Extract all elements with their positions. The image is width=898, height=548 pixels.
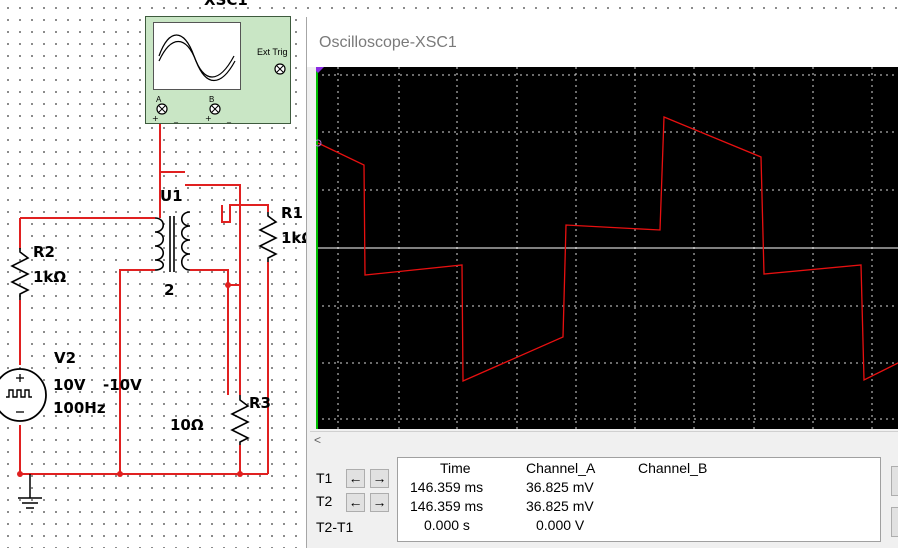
row1-channel-a: 36.825 mV — [526, 479, 594, 495]
scope-icon-screen — [153, 22, 241, 90]
header-time: Time — [440, 460, 471, 476]
r2-resistor[interactable] — [10, 248, 30, 300]
oscilloscope-title: Oscilloscope-XSC1 — [319, 34, 457, 51]
v2-name-label: V2 — [54, 349, 77, 367]
row1-time: 146.359 ms — [410, 479, 484, 495]
oscilloscope-titlebar[interactable]: Oscilloscope-XSC1 — [307, 17, 898, 67]
transformer-name-label: U1 — [160, 187, 183, 205]
t2-t1-label: T2-T1 — [316, 519, 354, 535]
v2-freq-label: 100Hz — [53, 399, 106, 417]
v2-low-label: -10V — [103, 376, 142, 394]
channel-a-label: A — [156, 95, 162, 104]
oscilloscope-component[interactable]: Ext Trig A B + _ + _ — [145, 16, 291, 124]
r2-value-label: 1kΩ — [33, 268, 67, 286]
scope-icon-waves — [158, 34, 236, 81]
header-channel-b: Channel_B — [638, 460, 708, 476]
oscilloscope-trace-plot — [312, 67, 898, 429]
r1-name-label: R1 — [281, 204, 303, 222]
wires — [19, 122, 269, 475]
transformer-ratio-label: 2 — [164, 281, 175, 299]
channel-a-trace — [317, 116, 898, 382]
t2-right-button[interactable]: → — [370, 493, 389, 512]
r1-value-label: 1kΩ — [281, 229, 315, 247]
t2-label: T2 — [316, 493, 333, 509]
row3-time: 0.000 s — [424, 517, 470, 533]
cursor-marker-icon[interactable] — [312, 67, 324, 73]
svg-text:_: _ — [173, 114, 179, 123]
ext-trig-label: Ext Trig — [257, 47, 288, 57]
t1-left-button[interactable]: ← — [346, 469, 365, 488]
r3-value-label: 10Ω — [170, 416, 204, 434]
channel-b-label: B — [209, 95, 215, 104]
row2-time: 146.359 ms — [410, 498, 484, 514]
t1-label: T1 — [316, 470, 333, 486]
junction-dots — [17, 282, 243, 477]
r3-resistor[interactable] — [230, 395, 250, 445]
v2-high-label: 10V — [53, 376, 86, 394]
r2-name-label: R2 — [33, 243, 55, 261]
v2-source[interactable] — [0, 368, 47, 422]
scope-terminals: + _ + _ — [152, 63, 286, 123]
t2-left-button[interactable]: ← — [346, 493, 365, 512]
svg-text:_: _ — [226, 114, 232, 123]
side-button-2[interactable] — [891, 507, 898, 537]
svg-text:+: + — [205, 114, 212, 123]
transformer-u1[interactable] — [154, 211, 191, 272]
header-channel-a: Channel_A — [526, 460, 596, 476]
oscilloscope-screen[interactable] — [312, 67, 898, 429]
scroll-left-icon[interactable]: < — [314, 433, 322, 447]
r3-name-label: R3 — [249, 394, 271, 412]
cursor-readout-table: Time Channel_A Channel_B 146.359 ms 36.8… — [397, 457, 881, 542]
svg-text:+: + — [152, 114, 159, 123]
scope-refdes-label: XSC1 — [204, 0, 248, 9]
ground-symbol — [18, 474, 42, 509]
side-button-1[interactable] — [891, 466, 898, 496]
t1-right-button[interactable]: → — [370, 469, 389, 488]
row3-channel-a: 0.000 V — [536, 517, 585, 533]
row2-channel-a: 36.825 mV — [526, 498, 594, 514]
r1-resistor[interactable] — [258, 212, 278, 262]
horizontal-scrollbar[interactable]: < — [310, 431, 898, 452]
